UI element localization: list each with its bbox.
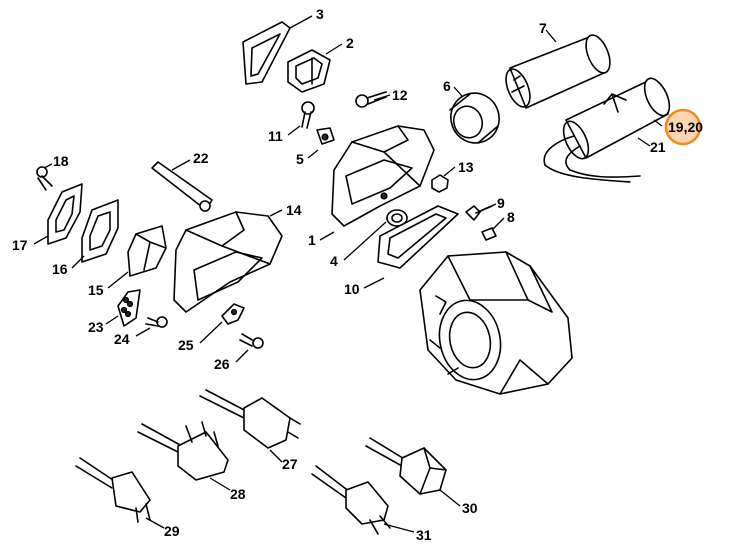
part-8-clip[interactable]: [481, 227, 497, 241]
label-10[interactable]: 10: [344, 281, 360, 297]
part-22-rod[interactable]: [151, 161, 213, 212]
label-14[interactable]: 14: [286, 202, 302, 218]
part-18-screw[interactable]: [36, 166, 53, 191]
label-7[interactable]: 7: [539, 20, 547, 36]
label-28[interactable]: 28: [230, 486, 246, 502]
label-15[interactable]: 15: [88, 282, 104, 298]
label-8[interactable]: 8: [507, 209, 515, 225]
label-22[interactable]: 22: [193, 150, 209, 166]
part-11-screw[interactable]: [301, 101, 315, 129]
part-labels: 3 2 12 11 5 6 7 19,20 21 13 9 8 14 1 4 1…: [12, 6, 703, 543]
part-14-fan-housing[interactable]: [173, 211, 283, 313]
part-17-frame[interactable]: [47, 183, 83, 245]
label-4[interactable]: 4: [330, 253, 338, 269]
part-30-plug[interactable]: [365, 437, 447, 495]
label-11[interactable]: 11: [268, 128, 283, 144]
part-16-frame[interactable]: [81, 199, 119, 263]
part-13-nut[interactable]: [431, 174, 449, 193]
label-31[interactable]: 31: [416, 527, 432, 543]
label-5[interactable]: 5: [296, 151, 304, 167]
part-5-clip[interactable]: [316, 127, 335, 145]
label-21[interactable]: 21: [650, 139, 666, 155]
part-6-ring[interactable]: [444, 86, 506, 149]
part-2-switch[interactable]: [287, 49, 331, 93]
label-16[interactable]: 16: [52, 261, 68, 277]
label-1[interactable]: 1: [308, 232, 316, 248]
label-6[interactable]: 6: [443, 78, 451, 94]
part-10-gasket[interactable]: [377, 205, 459, 269]
part-4-bushing[interactable]: [386, 209, 408, 227]
part-31-plug[interactable]: [311, 465, 391, 535]
part-7-capacitor[interactable]: [501, 32, 615, 111]
label-29[interactable]: 29: [164, 523, 180, 539]
label-24[interactable]: 24: [114, 331, 130, 347]
part-23-terminal-block[interactable]: [117, 289, 141, 327]
label-30[interactable]: 30: [462, 500, 478, 516]
part-29-plug[interactable]: [75, 457, 151, 523]
part-12-screw[interactable]: [355, 91, 387, 108]
part-26-screw[interactable]: [239, 333, 264, 349]
label-9[interactable]: 9: [497, 195, 505, 211]
label-23[interactable]: 23: [88, 319, 104, 335]
highlight-marker: [664, 108, 702, 146]
part-3-gasket[interactable]: [242, 21, 291, 85]
label-12[interactable]: 12: [392, 87, 408, 103]
part-15-switch[interactable]: [127, 225, 167, 277]
label-19-20[interactable]: 19,20: [668, 119, 703, 135]
part-24-screw[interactable]: [145, 316, 168, 328]
motor-housing: [419, 251, 573, 395]
part-1-housing-cover[interactable]: [331, 125, 435, 227]
part-28-plug[interactable]: [137, 421, 229, 481]
leader-lines: [33, 15, 663, 533]
part-25-clamp[interactable]: [221, 303, 245, 325]
label-13[interactable]: 13: [458, 159, 474, 175]
label-17[interactable]: 17: [12, 237, 28, 253]
label-18[interactable]: 18: [53, 153, 69, 169]
label-26[interactable]: 26: [214, 356, 230, 372]
label-27[interactable]: 27: [282, 456, 298, 472]
part-21-capacitor[interactable]: [543, 75, 674, 183]
label-25[interactable]: 25: [178, 337, 194, 353]
part-27-plug[interactable]: [199, 389, 301, 449]
label-2[interactable]: 2: [346, 35, 354, 51]
label-3[interactable]: 3: [316, 6, 324, 22]
part-9-screw[interactable]: [465, 205, 493, 221]
